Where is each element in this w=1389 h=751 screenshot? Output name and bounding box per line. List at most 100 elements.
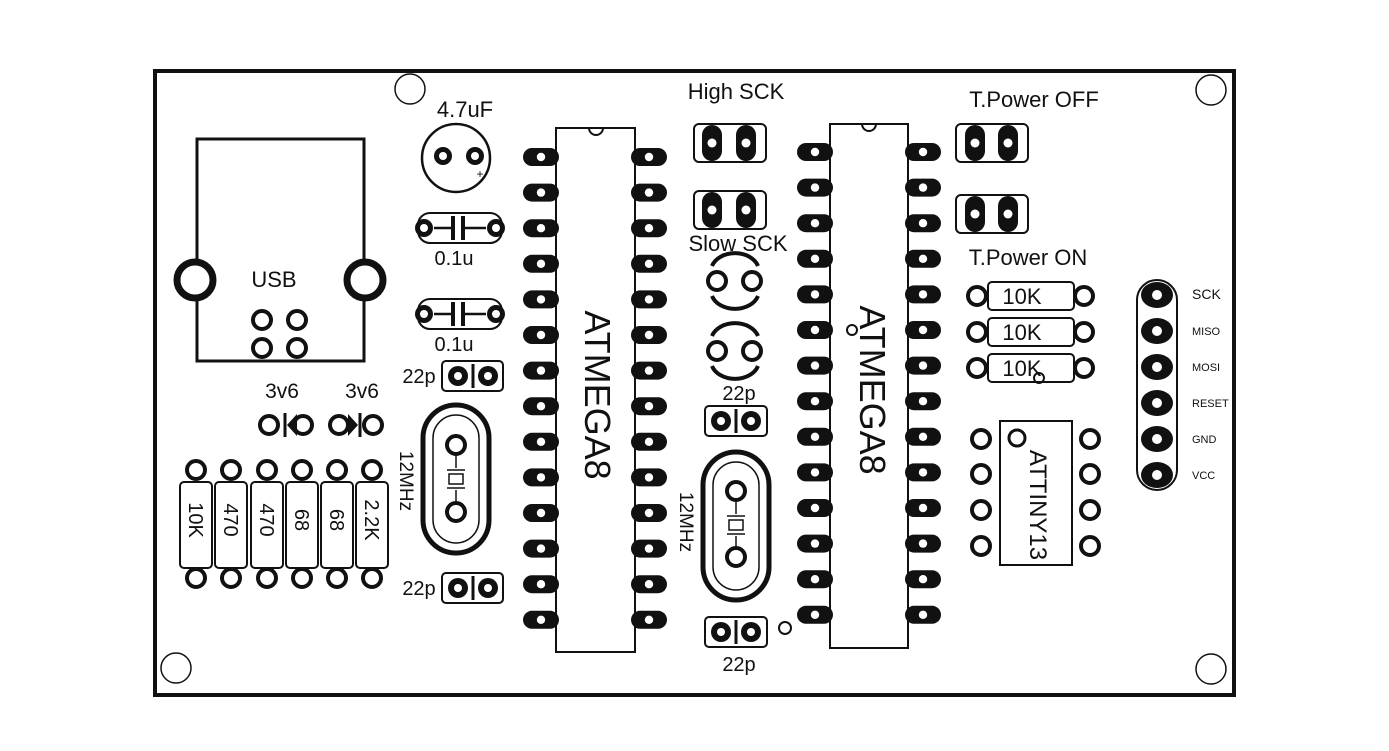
cap-polarity-label: + (476, 167, 483, 181)
header-pin (1141, 426, 1173, 452)
header-pin-label: VCC (1192, 470, 1215, 482)
chip-pad (523, 183, 559, 202)
header-pin-label: MOSI (1192, 362, 1220, 374)
horizontal-resistor-label: 10K (1002, 356, 1041, 381)
ceramic-capacitor-2: 0.1u (415, 298, 505, 356)
cap-22p-label-1: 22p (402, 366, 435, 388)
chip-pad (523, 575, 559, 594)
vertical-resistor-label: 68 (290, 509, 312, 531)
chip-pad (523, 361, 559, 380)
chip2-label: ATMEGA8 (852, 305, 893, 474)
jumper-high-sck[interactable]: High SCK (688, 79, 785, 163)
jumper-power-on-label: T.Power ON (969, 245, 1088, 270)
chip-pad (631, 326, 667, 344)
vertical-resistor-label: 10K (184, 502, 206, 538)
chip-pad (905, 534, 941, 553)
jumper-high-label: High SCK (688, 79, 785, 104)
jumper-power-off-label: T.Power OFF (969, 87, 1099, 112)
vertical-resistor: 68 (320, 459, 354, 589)
chip-pad (523, 610, 559, 629)
via-dot (1033, 372, 1045, 384)
header-pin-label: SCK (1192, 286, 1221, 302)
crystal-label-2: 12MHz (675, 492, 696, 552)
vertical-resistor-label: 68 (325, 509, 347, 531)
jumper-power-on[interactable]: T.Power ON (955, 194, 1088, 270)
chip-pad (905, 249, 941, 268)
header-pin-label: GND (1192, 434, 1217, 446)
chip-pad (797, 570, 833, 589)
chip-pad (905, 392, 941, 411)
chip-pad (523, 539, 559, 558)
zener-label-2: 3v6 (345, 380, 379, 403)
chip1-label: ATMEGA8 (577, 310, 618, 479)
chip-pad (905, 499, 941, 517)
cap-22p-left-bottom: 22p (402, 572, 504, 604)
chip-pad (631, 397, 667, 416)
chip-pad (631, 504, 667, 522)
jumper-slow-sck[interactable]: Slow SCK (688, 190, 788, 256)
cap-0u1-label-2: 0.1u (435, 334, 474, 356)
chip-pad (523, 326, 559, 344)
chip-pad (631, 148, 667, 166)
chip-pad (905, 570, 941, 589)
atmega8-chip-2: ATMEGA8 (797, 123, 941, 649)
chip-pad (905, 605, 941, 624)
horizontal-resistor: 10K (966, 281, 1095, 311)
cap-4u7-label: 4.7uF (437, 97, 493, 122)
chip-pad (797, 249, 833, 268)
header-pin-label: RESET (1192, 398, 1229, 410)
chip-pad (631, 290, 667, 309)
mounting-holes (160, 73, 1227, 685)
chip-pad (631, 575, 667, 594)
disc-capacitor-2 (706, 321, 763, 381)
vertical-resistor-label: 470 (219, 503, 241, 536)
electrolytic-capacitor: + 4.7uF (420, 97, 493, 194)
chip-pad (523, 254, 559, 273)
chip-pad (905, 285, 941, 304)
chip-pad (797, 178, 833, 197)
chip-pad (905, 321, 941, 339)
cap-0u1-label-1: 0.1u (435, 248, 474, 270)
cap-22p-mid-bottom: 22p (704, 616, 792, 676)
chip-pad (523, 290, 559, 309)
chip-pad (797, 392, 833, 411)
chip-pad (905, 178, 941, 197)
cap-22p-label-3: 22p (722, 383, 755, 405)
atmega8-chip-1: ATMEGA8 (523, 127, 667, 653)
horizontal-resistors: 10K 10K 10K (966, 281, 1095, 384)
vertical-resistor-label: 2.2K (360, 499, 382, 541)
vertical-resistors: 10K 470 470 68 68 2.2K (179, 459, 389, 589)
zener-diode-1: 3v6 (258, 380, 314, 437)
header-pin (1141, 282, 1173, 308)
chip-pad (523, 468, 559, 487)
chip3-label: ATTINY13 (1024, 450, 1051, 560)
header-pin (1141, 354, 1173, 380)
chip-pad (631, 361, 667, 380)
chip-pad (631, 432, 667, 451)
chip-pad (797, 214, 833, 233)
header-pin (1141, 462, 1173, 488)
vertical-resistor: 10K (179, 459, 213, 589)
cap-22p-label-4: 22p (722, 654, 755, 676)
chip-pad (797, 321, 833, 339)
chip-pad (523, 504, 559, 522)
chip-pad (905, 143, 941, 161)
chip-pad (797, 463, 833, 482)
attiny13-chip: ATTINY13 (970, 420, 1101, 566)
vertical-resistor: 470 (250, 459, 284, 589)
chip-pad (797, 285, 833, 304)
zener-label-1: 3v6 (265, 380, 299, 403)
chip-pad (905, 214, 941, 233)
horizontal-resistor: 10K (966, 353, 1095, 383)
horizontal-resistor: 10K (966, 317, 1095, 347)
jumper-power-off[interactable]: T.Power OFF (955, 87, 1099, 163)
crystal-left: 12MHz (395, 402, 492, 556)
zener-diode-2: 3v6 (328, 380, 384, 437)
chip-pad (905, 427, 941, 446)
chip-pad (797, 143, 833, 161)
vertical-resistor: 68 (285, 459, 319, 589)
chip-pad (797, 499, 833, 517)
chip-pad (523, 148, 559, 166)
chip-pad (631, 468, 667, 487)
